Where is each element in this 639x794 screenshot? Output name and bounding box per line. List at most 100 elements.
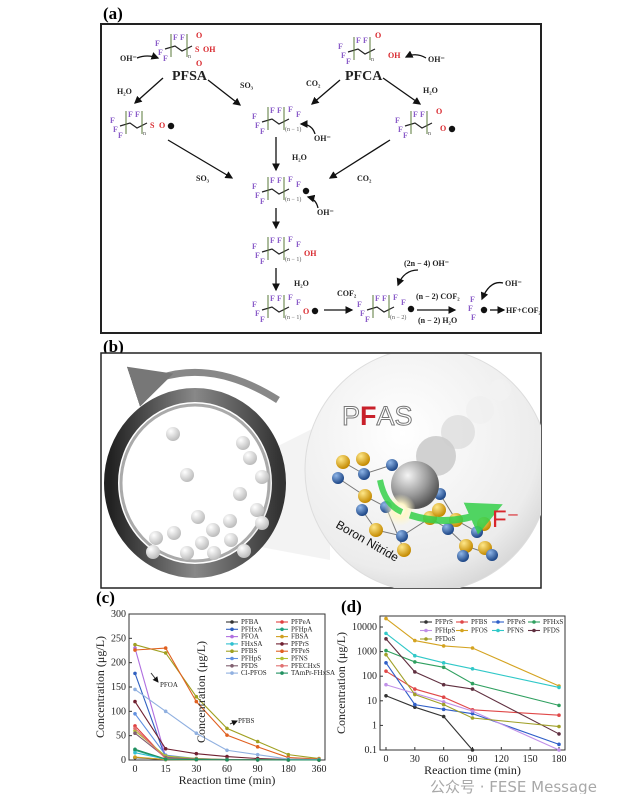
y-tick-label: 10000 — [352, 622, 377, 633]
legend-marker — [424, 620, 428, 624]
chem-label: (2n − 4) OH⁻ — [404, 259, 449, 268]
legend-label: TAmPr-FHxSA — [291, 669, 335, 677]
boron-atom — [397, 543, 411, 557]
oxygen-atom: O — [196, 59, 202, 68]
legend-marker — [230, 620, 234, 624]
data-point — [470, 716, 475, 720]
legend-label: PFNS — [507, 627, 524, 635]
fluorine-atom: F — [110, 116, 115, 125]
fluorine-atom: F — [375, 294, 380, 303]
milling-ball — [207, 546, 221, 560]
x-tick-label: 90 — [253, 764, 263, 775]
fluorine-atom: F — [255, 309, 260, 318]
legend-marker — [280, 664, 284, 668]
negative-charge-icon — [167, 122, 175, 130]
fluorine-atom: F — [277, 236, 282, 245]
data-point — [384, 669, 388, 673]
data-point — [225, 754, 229, 759]
fluorine-atom: F — [270, 106, 275, 115]
fluorine-atom: F — [260, 257, 265, 266]
fluorine-atom: F — [338, 42, 343, 51]
sulfur-atom: S — [195, 45, 200, 54]
data-point — [470, 709, 475, 713]
data-point — [163, 747, 168, 751]
milling-balls — [146, 427, 269, 560]
watermark: 公众号 · FESE Message — [430, 778, 597, 794]
nitrogen-atom — [396, 530, 408, 542]
legend-marker — [230, 634, 234, 639]
fluorine-atom: F — [255, 251, 260, 260]
y-tick-label: 200 — [111, 658, 126, 669]
arrow-icon — [136, 52, 160, 60]
data-point — [133, 711, 137, 716]
panel-a-frame — [100, 23, 542, 334]
data-point — [194, 699, 199, 704]
legend-marker — [230, 671, 234, 675]
legend-marker — [230, 642, 234, 646]
legend-marker — [230, 649, 234, 653]
fluorine-atom: F — [255, 191, 260, 200]
y-tick-label: 150 — [111, 682, 126, 693]
repeat-count: (n − 1) — [285, 314, 301, 321]
legend-label: PFHpA — [291, 625, 312, 633]
boron-atom — [356, 452, 370, 466]
chem-label: OH⁻ — [505, 279, 522, 288]
legend-marker — [424, 628, 428, 633]
data-point — [441, 700, 446, 704]
fluorine-atom: F — [260, 197, 265, 206]
data-point — [163, 709, 168, 714]
milling-ball — [243, 451, 257, 465]
repeat-count: n — [371, 57, 374, 63]
chem-label: SO₃ — [196, 174, 210, 183]
data-point — [441, 644, 446, 648]
x-tick-label: 15 — [161, 764, 171, 775]
data-point — [413, 638, 417, 643]
fluorine-atom: F — [270, 236, 275, 245]
data-point — [441, 714, 446, 719]
y-tick-label: 1000 — [357, 647, 377, 658]
legend-marker — [532, 620, 536, 624]
milling-ball — [233, 487, 247, 501]
data-point — [470, 687, 475, 691]
legend-marker — [280, 620, 284, 624]
legend-marker — [280, 649, 284, 653]
annotation-arrow — [229, 720, 238, 726]
negative-charge-icon — [311, 307, 319, 315]
fluorine-atom: F — [413, 110, 418, 119]
data-point — [194, 694, 199, 699]
products-label: HF+COF₂ — [506, 306, 542, 315]
fluorine-atom: F — [288, 105, 293, 114]
repeat-count: (n − 2) — [390, 314, 406, 321]
series-tampr-fhxsa — [133, 747, 321, 762]
legend-label: PFPeS — [507, 618, 526, 626]
fluorine-atom: F — [357, 300, 362, 309]
x-tick-label: 90 — [468, 754, 478, 765]
arrow-icon — [480, 281, 504, 301]
fluorine-atom: F — [468, 304, 473, 313]
x-tick-label: 0 — [133, 764, 138, 775]
fluorine-atom: F — [252, 300, 257, 309]
data-point — [557, 742, 561, 747]
annotation-pfoa: PFOA — [160, 681, 178, 689]
milling-ball — [255, 516, 269, 530]
milling-jar-inner — [119, 403, 271, 563]
fluorine-atom: F — [365, 315, 370, 324]
ball-milling-illustration: PFAS F⁻ Boron Nitride — [104, 354, 541, 588]
y-axis-label-overlay: Concentration (μg/L) — [194, 641, 208, 743]
fluorine-atom: F — [296, 110, 301, 119]
y-tick-label: 0 — [121, 755, 126, 766]
data-point — [470, 646, 475, 650]
negative-charge-icon — [448, 125, 456, 133]
oxygen-atom: O — [196, 31, 202, 40]
milling-ball — [149, 531, 163, 545]
fluorine-atom: F — [255, 121, 260, 130]
data-point — [557, 703, 561, 708]
chem-label: OH⁻ — [317, 208, 334, 217]
fluorine-atom: F — [158, 48, 163, 57]
chem-label: OH⁻ — [428, 55, 445, 64]
annotation-arrow — [150, 672, 159, 683]
fluorine-atom: F — [155, 39, 160, 48]
repeat-count: (n − 1) — [285, 196, 301, 203]
milling-ball — [224, 533, 238, 547]
